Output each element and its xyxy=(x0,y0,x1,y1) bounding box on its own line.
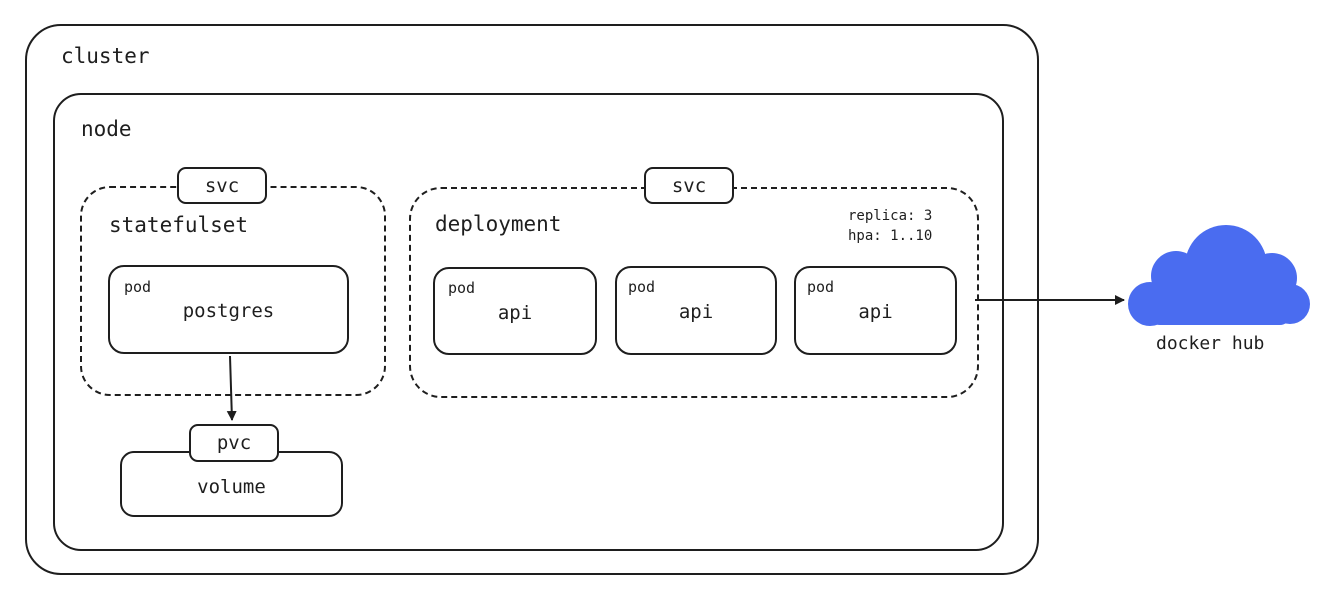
api-pod: pod api xyxy=(794,266,957,355)
hpa-note: hpa: 1..10 xyxy=(848,228,933,244)
postgres-pod: pod postgres xyxy=(108,265,349,354)
deployment-svc-label: svc xyxy=(671,174,707,197)
statefulset-label: statefulset xyxy=(109,213,249,237)
volume-label: volume xyxy=(197,476,266,498)
cloud-icon xyxy=(1128,225,1310,326)
pod-name: postgres xyxy=(182,300,275,322)
docker-hub-label: docker hub xyxy=(1156,333,1265,354)
statefulset-svc: svc xyxy=(177,167,267,204)
replica-note: replica: 3 xyxy=(848,208,933,224)
pod-name: api xyxy=(678,301,714,323)
pod-tag: pod xyxy=(807,278,835,296)
deployment-svc: svc xyxy=(644,167,734,204)
pod-name: api xyxy=(497,302,533,324)
node-label: node xyxy=(81,117,132,141)
pvc-label: pvc xyxy=(216,432,252,454)
pvc-box: pvc xyxy=(189,424,279,462)
pod-tag: pod xyxy=(448,279,476,297)
pod-name: api xyxy=(858,301,893,323)
api-pod: pod api xyxy=(615,266,777,355)
pod-tag: pod xyxy=(124,278,152,296)
pod-tag: pod xyxy=(628,278,656,296)
deployment-label: deployment xyxy=(435,212,562,236)
cluster-label: cluster xyxy=(61,44,150,68)
api-pod: pod api xyxy=(433,267,597,355)
volume-box: volume xyxy=(120,451,343,517)
statefulset-svc-label: svc xyxy=(204,174,240,197)
